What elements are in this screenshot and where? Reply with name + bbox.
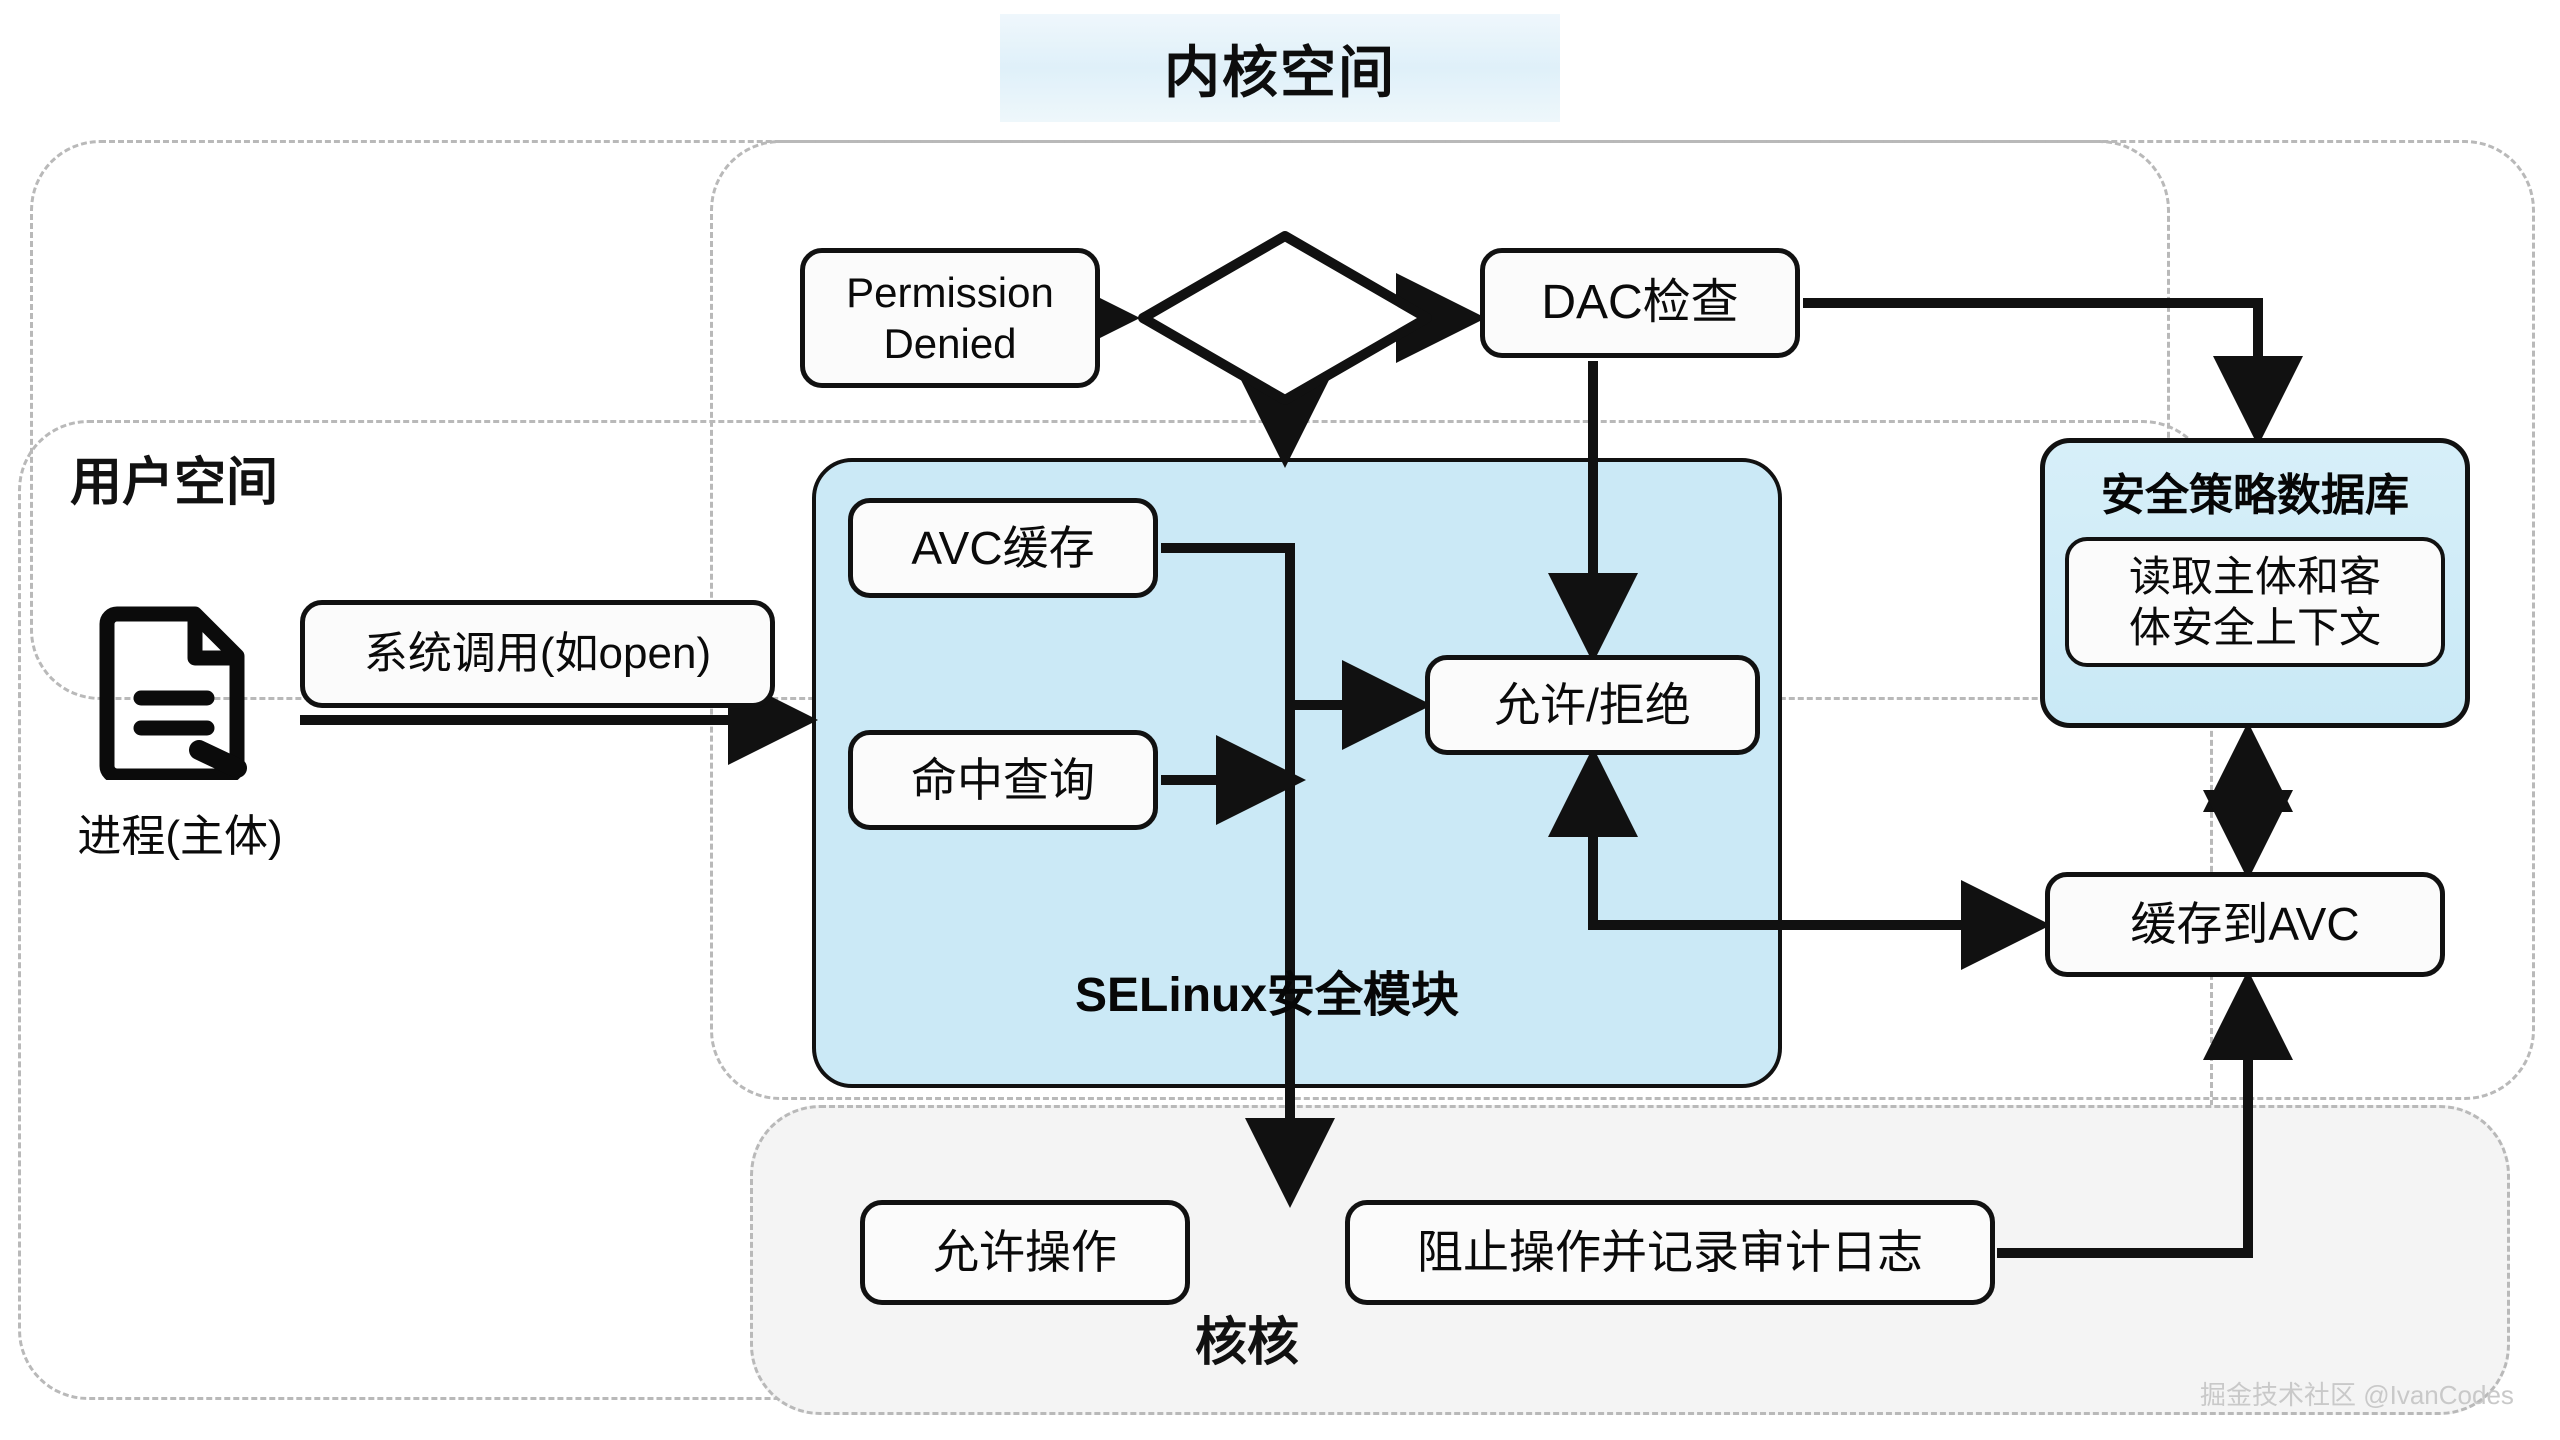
node-permission-denied[interactable]: Permission Denied [800,248,1100,388]
node-permission-denied-line2: Denied [883,320,1017,367]
policy-read-context-line1: 读取主体和客 [2128,552,2381,600]
zone-label-user-space: 用户空间 [70,454,279,512]
node-avc-cache-label: AVC缓存 [911,521,1095,574]
selinux-module-label: SELinux安全模块 [1075,969,1460,1022]
node-hit-query-label: 命中查询 [911,753,1095,806]
node-hit-query[interactable]: 命中查询 [848,730,1158,830]
node-permission-denied-line1: Permission [846,268,1054,316]
zone-label-audit: 核核 [1195,1314,1300,1372]
node-decision-diamond[interactable] [1135,228,1435,408]
process-subject-label: 进程(主体) [77,812,283,861]
node-dac-check-label: DAC检查 [1541,276,1739,330]
node-allow-deny-label: 允许/拒绝 [1494,678,1691,731]
node-dac-check[interactable]: DAC检查 [1480,248,1800,358]
node-allow-operation-label: 允许操作 [933,1226,1117,1279]
node-syscall-label: 系统调用(如open) [363,628,712,678]
node-block-operation[interactable]: 阻止操作并记录审计日志 [1345,1200,1995,1305]
node-avc-cache[interactable]: AVC缓存 [848,498,1158,598]
node-cache-to-avc[interactable]: 缓存到AVC [2045,872,2445,977]
node-allow-deny[interactable]: 允许/拒绝 [1425,655,1760,755]
node-cache-to-avc-label: 缓存到AVC [2130,898,2360,951]
page-title: 内核空间 [1000,14,1560,122]
node-syscall[interactable]: 系统调用(如open) [300,600,775,708]
node-allow-operation[interactable]: 允许操作 [860,1200,1190,1305]
node-policy-database[interactable]: 安全策略数据库 读取主体和客 体安全上下文 [2040,438,2470,728]
policy-database-title: 安全策略数据库 [2101,471,2409,520]
node-policy-read-context[interactable]: 读取主体和客 体安全上下文 [2065,537,2445,667]
document-icon [95,600,255,784]
policy-read-context-line2: 体安全上下文 [2128,604,2381,651]
watermark: 掘金技术社区 @IvanCodes [2200,1380,2514,1410]
node-block-operation-label: 阻止操作并记录审计日志 [1417,1226,1923,1279]
page-title-label: 内核空间 [1164,40,1396,104]
